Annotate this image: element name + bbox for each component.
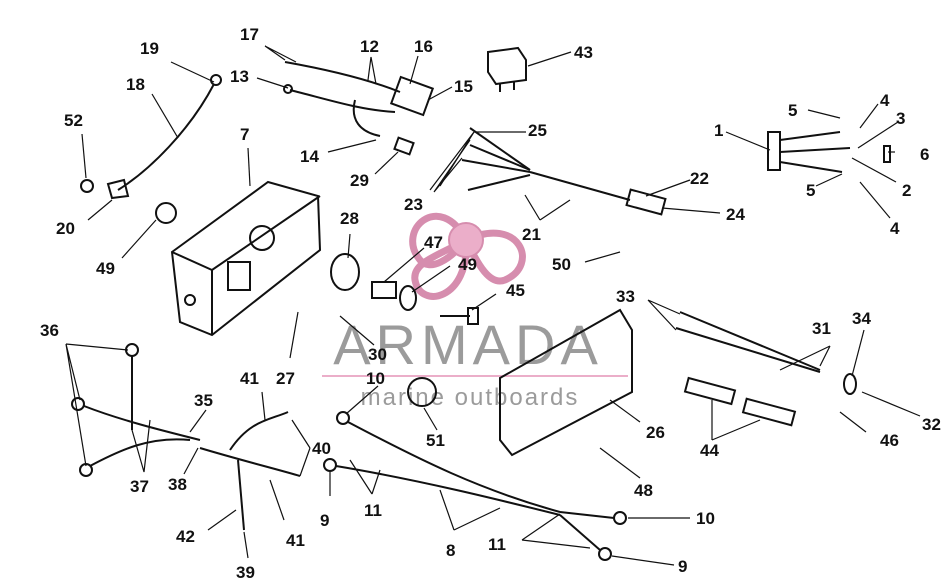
callout-37: 37 xyxy=(130,477,149,496)
callout-28: 28 xyxy=(340,209,359,228)
callout-49: 49 xyxy=(96,259,115,278)
callout-44: 44 xyxy=(700,441,719,460)
callout-49: 49 xyxy=(458,255,477,274)
cable-8 xyxy=(323,411,627,561)
callout-22: 22 xyxy=(690,169,709,188)
brand-name: ARMADA xyxy=(333,313,603,376)
ground-strap-18 xyxy=(106,74,222,200)
callout-9: 9 xyxy=(320,511,329,530)
callout-50: 50 xyxy=(552,255,571,274)
callout-46: 46 xyxy=(880,431,899,450)
callout-14: 14 xyxy=(300,147,319,166)
callout-labels: 1 2 3 4 4 5 5 6 7 8 9 9 10 10 11 11 12 1… xyxy=(40,25,941,579)
bushing-47 xyxy=(371,281,397,299)
sleeve-44b xyxy=(741,397,797,427)
callout-21: 21 xyxy=(522,225,541,244)
callout-40: 40 xyxy=(312,439,331,458)
callout-43: 43 xyxy=(574,43,593,62)
washer-49-center xyxy=(399,285,417,311)
callout-17: 17 xyxy=(240,25,259,44)
callout-27: 27 xyxy=(276,369,295,388)
harness-12 xyxy=(283,61,435,137)
callout-7: 7 xyxy=(240,125,249,144)
callout-31: 31 xyxy=(812,319,831,338)
callout-10: 10 xyxy=(696,509,715,528)
callout-19: 19 xyxy=(140,39,159,58)
callout-1: 1 xyxy=(714,121,723,140)
callout-48: 48 xyxy=(634,481,653,500)
callout-25: 25 xyxy=(528,121,547,140)
callout-41: 41 xyxy=(240,369,259,388)
callout-8: 8 xyxy=(446,541,455,560)
callout-9: 9 xyxy=(678,557,687,576)
sleeve-44a xyxy=(683,376,737,406)
callout-11: 11 xyxy=(488,535,506,554)
callout-3: 3 xyxy=(896,109,905,128)
bolt-45 xyxy=(440,307,479,325)
callout-42: 42 xyxy=(176,527,195,546)
brand-tagline: marine outboards xyxy=(361,384,580,411)
callout-33: 33 xyxy=(616,287,635,306)
callout-51: 51 xyxy=(426,431,445,450)
grommet-28 xyxy=(330,253,360,291)
callout-15: 15 xyxy=(454,77,473,96)
callout-11: 11 xyxy=(364,501,382,520)
callout-47: 47 xyxy=(424,233,443,252)
callout-24: 24 xyxy=(726,205,745,224)
callout-6: 6 xyxy=(920,145,929,164)
callout-12: 12 xyxy=(360,37,379,56)
relay-43 xyxy=(487,46,527,92)
callout-34: 34 xyxy=(852,309,871,328)
connector-1 xyxy=(767,131,891,173)
sleeve-29 xyxy=(393,136,415,156)
propeller-icon xyxy=(409,212,526,300)
callout-30: 30 xyxy=(368,345,387,364)
callout-5: 5 xyxy=(806,181,815,200)
callout-39: 39 xyxy=(236,563,255,579)
callout-32: 32 xyxy=(922,415,941,434)
leader-lines xyxy=(65,45,921,566)
control-box-7 xyxy=(170,180,322,337)
callout-4: 4 xyxy=(890,219,900,238)
armada-logo: ARMADA marine outboards xyxy=(322,212,628,411)
callout-35: 35 xyxy=(194,391,213,410)
harness-36 xyxy=(71,343,301,531)
bracket-26 xyxy=(499,308,633,457)
callout-2: 2 xyxy=(902,181,911,200)
callout-18: 18 xyxy=(126,75,145,94)
callout-29: 29 xyxy=(350,171,369,190)
nut-52 xyxy=(80,179,94,193)
clamp-51 xyxy=(407,377,437,407)
callout-41: 41 xyxy=(286,531,305,550)
callout-4: 4 xyxy=(880,91,890,110)
washer-49-left xyxy=(155,202,177,224)
callout-10: 10 xyxy=(366,369,385,388)
callout-23: 23 xyxy=(404,195,423,214)
callout-20: 20 xyxy=(56,219,75,238)
callout-52: 52 xyxy=(64,111,83,130)
callout-5: 5 xyxy=(788,101,797,120)
harness-31 xyxy=(675,311,857,395)
callout-26: 26 xyxy=(646,423,665,442)
callout-45: 45 xyxy=(506,281,525,300)
callout-13: 13 xyxy=(230,67,249,86)
callout-16: 16 xyxy=(414,37,433,56)
callout-36: 36 xyxy=(40,321,59,340)
sensor-harness-21 xyxy=(461,127,667,216)
callout-38: 38 xyxy=(168,475,187,494)
